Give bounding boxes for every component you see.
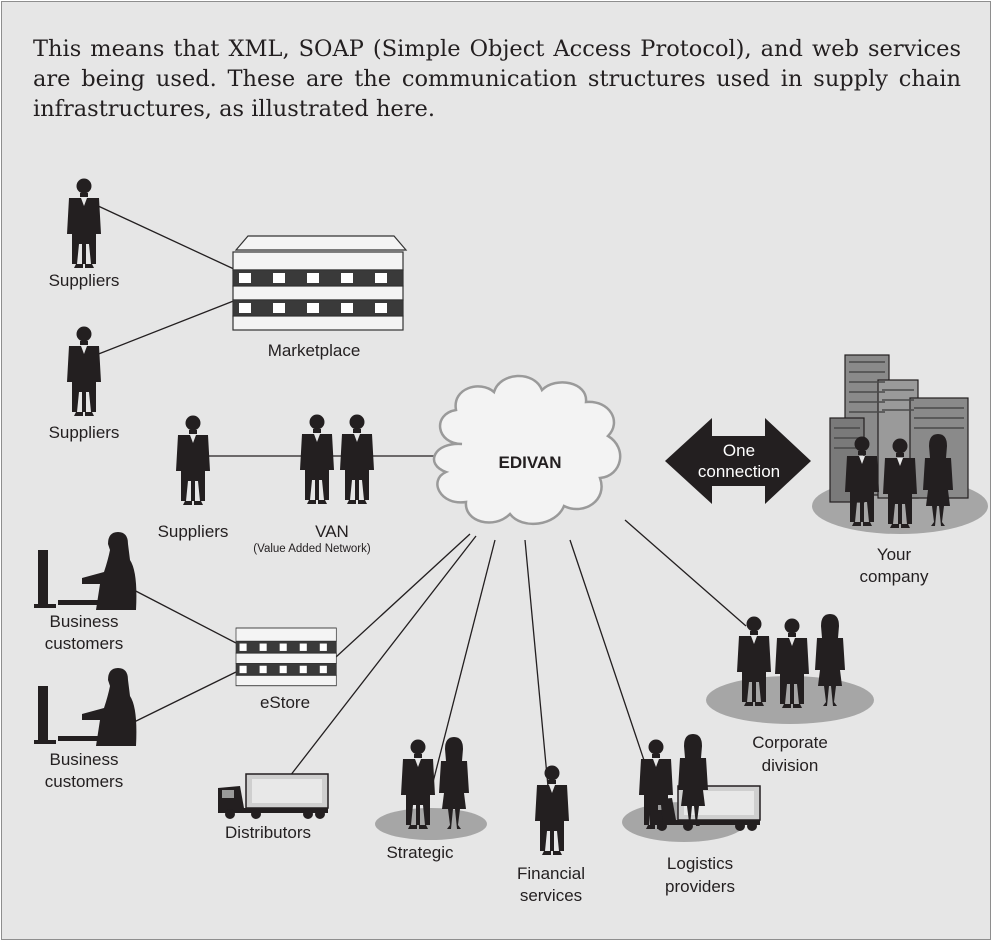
strategic-node: Strategic [375,737,487,862]
link-financial-edivan [524,539,551,809]
business-customers-1-node: Business customers [34,532,137,653]
edivan-cloud: EDIVAN [432,374,622,526]
strategic-platform [375,808,487,840]
marketplace-roof [234,235,408,251]
your-company-label-line1: Your [877,545,912,564]
estore-node: eStore [235,627,337,712]
financial-label-line1: Financial [517,864,585,883]
corporate-label-line1: Corporate [752,733,828,752]
suppliers-top-node: Suppliers [49,178,120,290]
business-customers-2-label-line2: customers [45,772,123,791]
corporate-label-line2: division [762,756,819,775]
link-logistics-edivan [569,539,656,794]
marketplace-label: Marketplace [268,341,361,360]
suppliers-van-label: Suppliers [158,522,229,541]
distributors-label: Distributors [225,823,311,842]
estore-label: eStore [260,693,310,712]
van-label: VAN [315,522,349,541]
suppliers-mid-node: Suppliers [49,326,120,442]
arrow-label-line1: One [723,441,755,460]
intro-paragraph: This means that XML, SOAP (Simple Object… [33,36,961,122]
suppliers-mid-label: Suppliers [49,423,120,442]
link-suppliers-top-marketplace [95,204,237,271]
link-estore-edivan [335,533,471,658]
link-strategic-edivan [430,539,496,791]
corporate-division-node: Corporate division [706,614,874,775]
logistics-label-line2: providers [665,877,735,896]
business-customers-2-node: Business customers [34,668,137,791]
link-suppliers-mid-marketplace [95,299,237,356]
your-company-label-line2: company [860,567,929,586]
logistics-label-line1: Logistics [667,854,733,873]
one-connection-arrow: One connection [665,418,811,504]
edivan-label: EDIVAN [499,453,562,472]
business-customers-1-label-line1: Business [50,612,119,631]
link-distributors-edivan [289,535,477,777]
link-customers2-estore [127,671,237,726]
truck-icon [217,773,329,820]
arrow-label-line2: connection [698,462,780,481]
link-corporate-edivan [624,519,747,627]
business-customers-2-label-line1: Business [50,750,119,769]
financial-label-line2: services [520,886,582,905]
link-customers1-estore [127,586,237,644]
van-node: VAN (Value Added Network) [253,414,374,555]
business-customers-1-label-line2: customers [45,634,123,653]
van-full-label: (Value Added Network) [253,543,371,555]
suppliers-van-node: Suppliers [158,415,229,541]
connection-lines [95,204,747,809]
strategic-label: Strategic [386,843,454,862]
marketplace-node: Marketplace [232,235,408,360]
your-company-node: Your company [812,354,988,586]
suppliers-top-label: Suppliers [49,271,120,290]
logistics-providers-node: Logistics providers [622,734,761,896]
distributors-node: Distributors [217,773,329,842]
financial-services-node: Financial services [517,765,585,905]
